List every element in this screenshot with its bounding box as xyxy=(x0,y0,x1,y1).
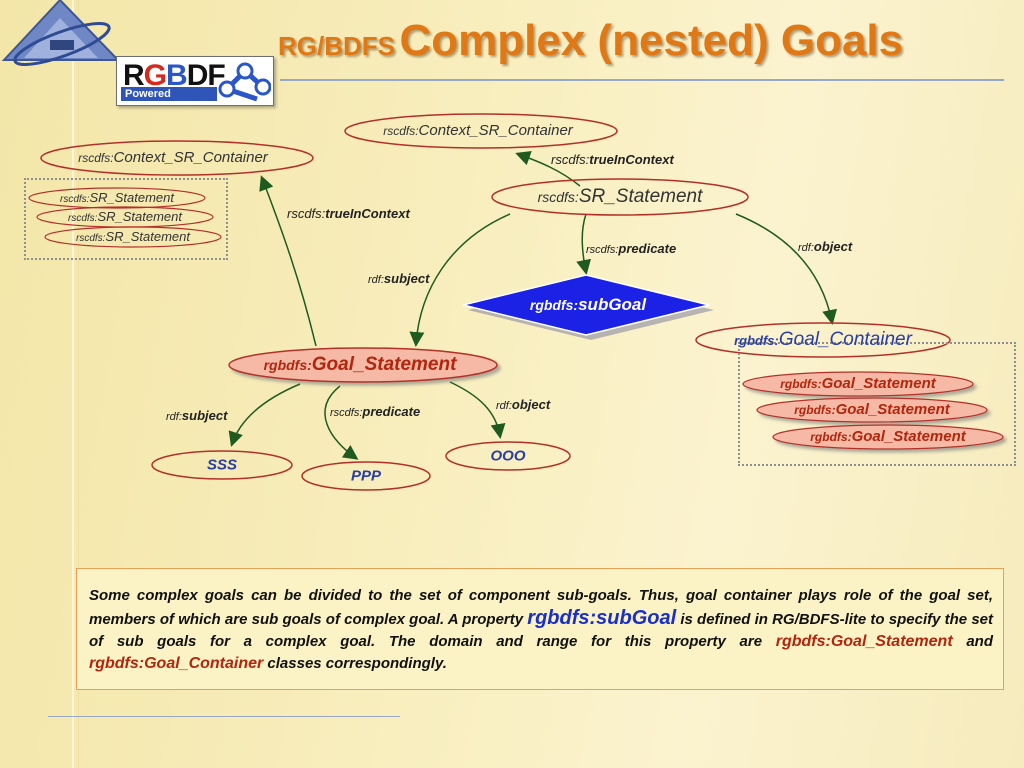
ellipse-sss xyxy=(151,450,293,480)
node-goal-item-1: rgbdfs:Goal_Statement xyxy=(780,375,936,392)
edge-subject-bottom xyxy=(228,383,301,447)
node-sr-statement-main: rscdfs:SR_Statement xyxy=(537,186,703,207)
highlight-subgoal: rgbdfs:subGoal xyxy=(527,607,677,629)
ellipse-goal-main xyxy=(228,347,498,383)
label-object-bottom: rdf:object xyxy=(496,397,551,412)
title-underline xyxy=(280,79,1004,81)
title-main: Complex (nested) Goals xyxy=(399,16,904,65)
ellipse-context-top xyxy=(344,113,618,149)
sr-statements-container xyxy=(24,178,228,260)
ellipse-goal-item-3 xyxy=(772,424,1004,450)
edge-object-top xyxy=(735,213,837,325)
label-subject-bottom: rdf:subject xyxy=(166,408,228,423)
rgbdf-powered-logo: RGBDF Powered xyxy=(116,56,274,106)
ellipse-goal-container xyxy=(695,322,951,358)
footer-line xyxy=(48,716,400,717)
goal-statements-container xyxy=(738,342,1016,466)
logo-letter-r: R xyxy=(123,59,145,92)
node-subgoal: rgbdfs:subGoal xyxy=(529,295,647,314)
label-predicate-bottom: rscdfs:predicate xyxy=(330,404,421,419)
ellipse-goal-item-1 xyxy=(742,371,974,397)
description-text: Some complex goals can be divided to the… xyxy=(89,587,994,672)
highlight-goal-statement: rgbdfs:Goal_Statement xyxy=(775,633,953,650)
node-goal-item-3: rgbdfs:Goal_Statement xyxy=(810,428,966,445)
edge-true-in-context-left xyxy=(259,175,317,347)
node-goal-container: rgbdfs:Goal_Container xyxy=(734,329,912,350)
edge-predicate-bottom xyxy=(324,385,359,460)
edge-object-bottom xyxy=(449,381,506,439)
edge-subject-top xyxy=(409,213,511,347)
edge-predicate-top xyxy=(576,213,592,275)
node-context-top: rscdfs:Context_SR_Container xyxy=(383,122,573,139)
label-true-in-context-right: rscdfs:trueInContext xyxy=(551,152,674,167)
ellipse-sr-main xyxy=(491,178,749,216)
label-subject-top: rdf:subject xyxy=(368,271,430,286)
edge-true-in-context-right xyxy=(515,151,581,187)
ellipse-sr-item-1 xyxy=(28,187,206,209)
ellipse-goal-item-2 xyxy=(756,397,988,423)
node-context-left: rscdfs:Context_SR_Container xyxy=(78,149,268,166)
page-title: RG/BDFS Complex (nested) Goals xyxy=(278,16,903,66)
corner-logo-icon xyxy=(1,0,120,66)
node-ppp: PPP xyxy=(350,467,382,485)
decorative-vertical-line-2 xyxy=(78,0,79,768)
logo-letter-b: B xyxy=(166,59,188,92)
ellipse-ppp xyxy=(301,461,431,491)
ellipse-context-left xyxy=(40,140,314,176)
logo-powered: Powered xyxy=(121,87,217,101)
node-goal-item-2: rgbdfs:Goal_Statement xyxy=(794,401,950,418)
ellipse-ooo xyxy=(445,441,571,471)
node-goal-statement-main: rgbdfs:Goal_Statement xyxy=(263,354,457,375)
node-sr-item-2: rscdfs:SR_Statement xyxy=(68,209,182,224)
node-sr-item-1: rscdfs:SR_Statement xyxy=(60,190,174,205)
node-sss: SSS xyxy=(206,456,238,474)
node-sr-item-3: rscdfs:SR_Statement xyxy=(76,229,190,244)
node-ooo: OOO xyxy=(490,447,526,465)
logo-letter-g: G xyxy=(143,59,167,92)
title-prefix: RG/BDFS xyxy=(278,31,395,61)
decorative-vertical-line xyxy=(72,0,74,768)
ellipse-sr-item-3 xyxy=(44,226,222,248)
label-predicate-top: rscdfs:predicate xyxy=(586,241,677,256)
network-graph-icon xyxy=(218,62,271,102)
label-true-in-context-left: rscdfs:trueInContext xyxy=(287,206,410,221)
description-box: Some complex goals can be divided to the… xyxy=(76,568,1004,690)
highlight-goal-container: rgbdfs:Goal_Container xyxy=(89,655,264,672)
diamond-subgoal xyxy=(462,274,710,336)
logo-brand: RGBDF xyxy=(123,59,226,93)
label-object-top: rdf:object xyxy=(798,239,853,254)
